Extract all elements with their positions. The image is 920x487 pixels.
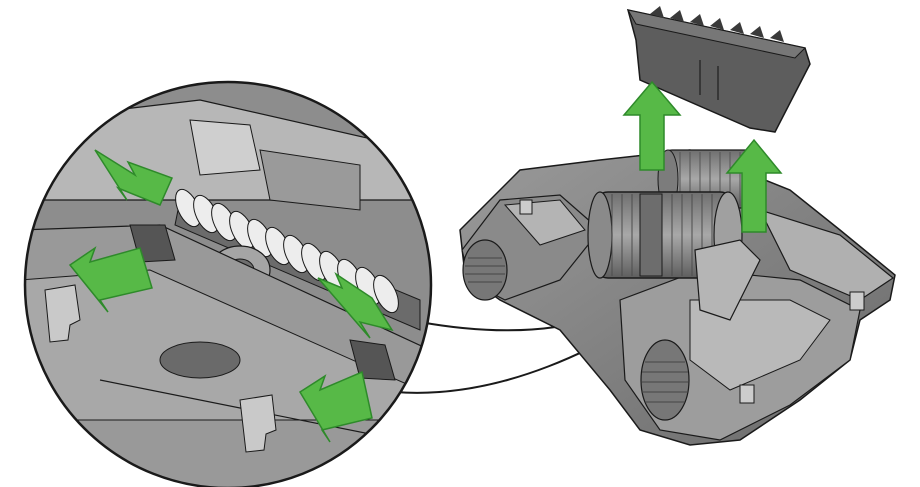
bottom-wheel [640,339,690,421]
roller-cover [626,6,811,133]
left-wheel [462,239,508,301]
squeeze-arrow-mid-right [317,271,394,339]
magnified-detail [23,80,433,487]
squeeze-arrow-bottom-right [298,370,373,443]
feed-module [459,149,896,446]
squeeze-arrow-mid-left [68,246,153,313]
lift-arrow-left [622,80,682,171]
squeeze-arrow-top-left [94,149,174,206]
lift-arrow-right [725,138,783,233]
